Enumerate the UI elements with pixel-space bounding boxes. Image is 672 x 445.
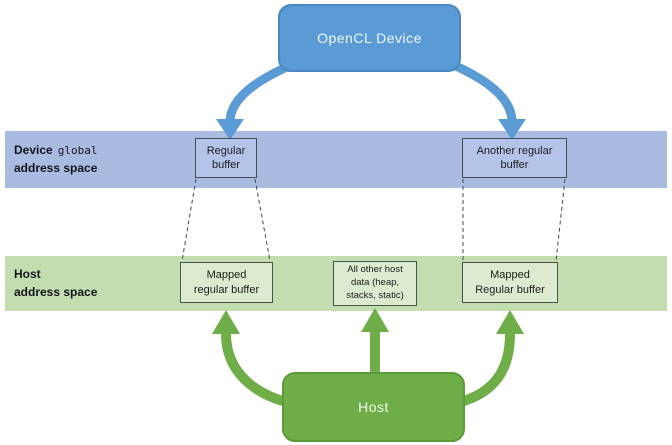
- buffer-label-line: Another regular: [476, 144, 553, 157]
- buffer-label-line: regular buffer: [193, 283, 260, 296]
- another-regular-buffer-box: Another regular buffer: [462, 138, 567, 178]
- device-band-label-bold: Device: [14, 143, 53, 158]
- arrowhead-up-icon: [496, 310, 524, 334]
- buffer-label-line: buffer: [212, 159, 240, 171]
- host-node: Host: [282, 372, 465, 442]
- buffer-label-line: Mapped: [206, 269, 247, 282]
- host-band-label-line1: Host: [14, 267, 41, 282]
- device-band-label-line1: Device global: [14, 142, 97, 159]
- arrowhead-down-icon: [498, 119, 526, 140]
- buffer-label-line: buffer: [500, 159, 529, 171]
- mapped-regular-buffer-left-box: Mapped regular buffer: [180, 262, 273, 303]
- right-mapping-dashes: [462, 178, 566, 262]
- device-band-label-line2: address space: [14, 160, 98, 175]
- opencl-device-node: OpenCL Device: [278, 4, 461, 72]
- buffer-label-line: stacks, static): [346, 289, 404, 301]
- device-band-label: Device global address space: [5, 142, 97, 177]
- host-band-label-line2: address space: [14, 284, 98, 299]
- buffer-label-line: All other host: [347, 264, 403, 276]
- host-to-other-data-arrow: [361, 308, 389, 374]
- mapped-regular-buffer-right-box: Mapped Regular buffer: [462, 262, 558, 303]
- all-other-host-data-box: All other host data (heap, stacks, stati…: [333, 261, 417, 306]
- arrowhead-up-icon: [361, 308, 389, 332]
- buffer-label-line: data (heap,: [350, 277, 400, 289]
- buffer-label-line: Regular buffer: [475, 283, 545, 296]
- host-label: Host: [358, 399, 389, 415]
- device-band-label-global-keyword: global: [57, 144, 98, 158]
- regular-buffer-box: Regular buffer: [195, 138, 257, 178]
- host-band-label: Host address space: [5, 266, 97, 301]
- buffer-label-line: Mapped: [490, 269, 530, 282]
- opencl-device-label: OpenCL Device: [317, 30, 422, 46]
- arrowhead-up-icon: [212, 310, 240, 334]
- buffer-label-line: Regular: [206, 144, 246, 157]
- left-mapping-dashes: [181, 178, 271, 262]
- arrowhead-down-icon: [216, 119, 244, 140]
